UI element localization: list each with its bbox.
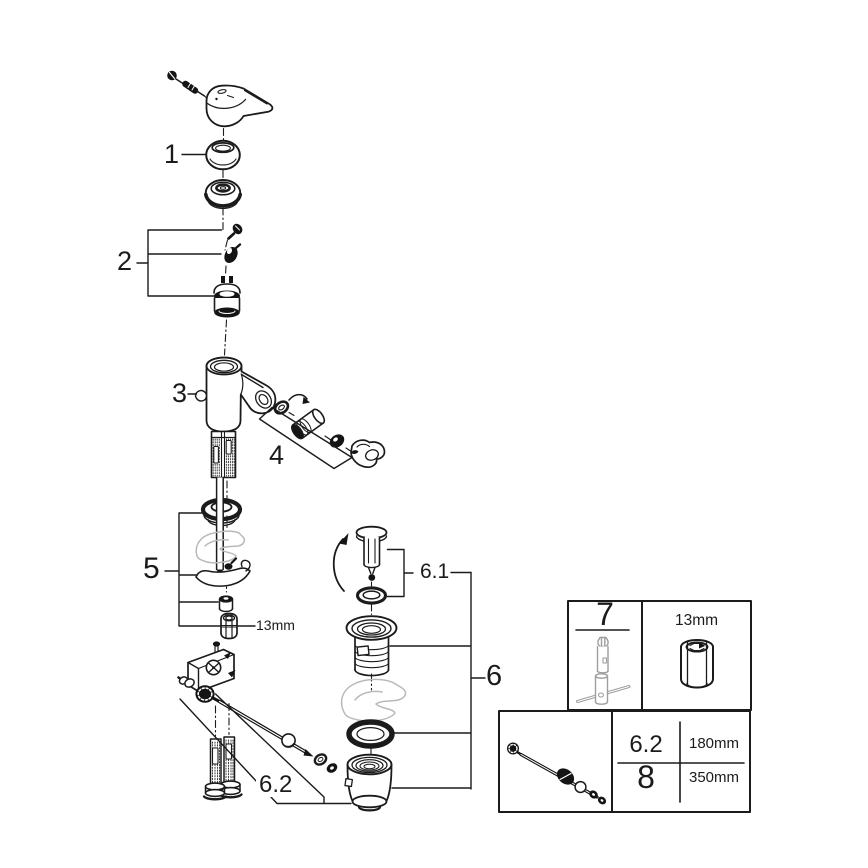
- lock-nut-part5: [218, 595, 234, 613]
- lever-adapter-part2: [224, 243, 242, 264]
- horseshoe-washer-part5: [195, 557, 251, 587]
- tool-box-ref: 7: [596, 596, 614, 632]
- rod-table-ref-1: 6.2: [629, 731, 663, 758]
- pointer-arrow-icon: [228, 670, 236, 678]
- fixing-screw-part2: [227, 223, 243, 240]
- service-tool-icon: [576, 636, 631, 705]
- rod-table-ref-2: 8: [637, 759, 655, 795]
- knurled-wheel: [195, 685, 221, 703]
- callout-label-6-2: 6.2: [256, 773, 296, 797]
- ball-joint-outlet-part4: [350, 439, 386, 468]
- drain-cup: [344, 753, 393, 812]
- center-axis-lines: [204, 95, 373, 756]
- pull-rod: [217, 699, 314, 757]
- drain-waste-body: [345, 615, 398, 677]
- insert-direction-arrow: [288, 393, 310, 404]
- spout-oring-part4: [273, 400, 290, 415]
- pointer-arrow-icon: [224, 652, 231, 659]
- socket-nut-icon: [680, 639, 714, 689]
- rod-box-frame: [498, 710, 751, 813]
- mousseur-ring-part4: [329, 434, 345, 448]
- callout-line-4: [258, 406, 353, 470]
- faucet-tail-tube: [215, 476, 224, 577]
- rod-table-length-1: 180mm: [688, 735, 740, 752]
- stud-feet: [202, 780, 243, 801]
- aerator-insert-part4: [290, 408, 326, 440]
- ghost-mounting-part: [195, 530, 246, 564]
- drain-seal-oring: [346, 719, 395, 749]
- drain-plug-6-1: [355, 525, 388, 581]
- side-fitting: [177, 676, 195, 688]
- nut-size-callout: 13mm: [256, 617, 295, 633]
- cartridge: [213, 276, 241, 318]
- callout-label-3: 3: [172, 378, 188, 408]
- rod-table-lines: [617, 721, 745, 803]
- lever-handle: [205, 84, 274, 128]
- callout-label-2: 2: [117, 246, 133, 276]
- callout-label-6-1: 6.1: [420, 560, 450, 583]
- plug-seal-ring-6-1: [355, 586, 388, 605]
- callout-line-5: [164, 512, 221, 627]
- mounting-plate: [187, 648, 236, 693]
- ghost-popup-lever: [340, 678, 407, 722]
- callout-label-1: 1: [164, 139, 180, 169]
- rod-joint-rings: [313, 753, 338, 773]
- pull-rod-kit-icon: [507, 742, 607, 805]
- callout-line-6-2: [179, 693, 352, 805]
- rod-table-length-2: 350mm: [688, 769, 740, 786]
- cap-ring-part1: [205, 139, 241, 171]
- callout-label-5: 5: [143, 552, 160, 585]
- faucet-body-part3: [194, 356, 277, 479]
- callout-label-4: 4: [269, 440, 285, 470]
- mounting-nut-13mm: [220, 612, 238, 640]
- handle-screw: [167, 70, 206, 97]
- socket-box-size: 13mm: [674, 612, 719, 629]
- rotate-direction-arrow: [332, 533, 349, 592]
- callout-line-6: [389, 571, 486, 790]
- callout-line-6-1: [386, 548, 472, 598]
- escutcheon-cap: [204, 179, 242, 210]
- callout-label-6: 6: [486, 660, 503, 692]
- callout-line-2: [136, 229, 223, 297]
